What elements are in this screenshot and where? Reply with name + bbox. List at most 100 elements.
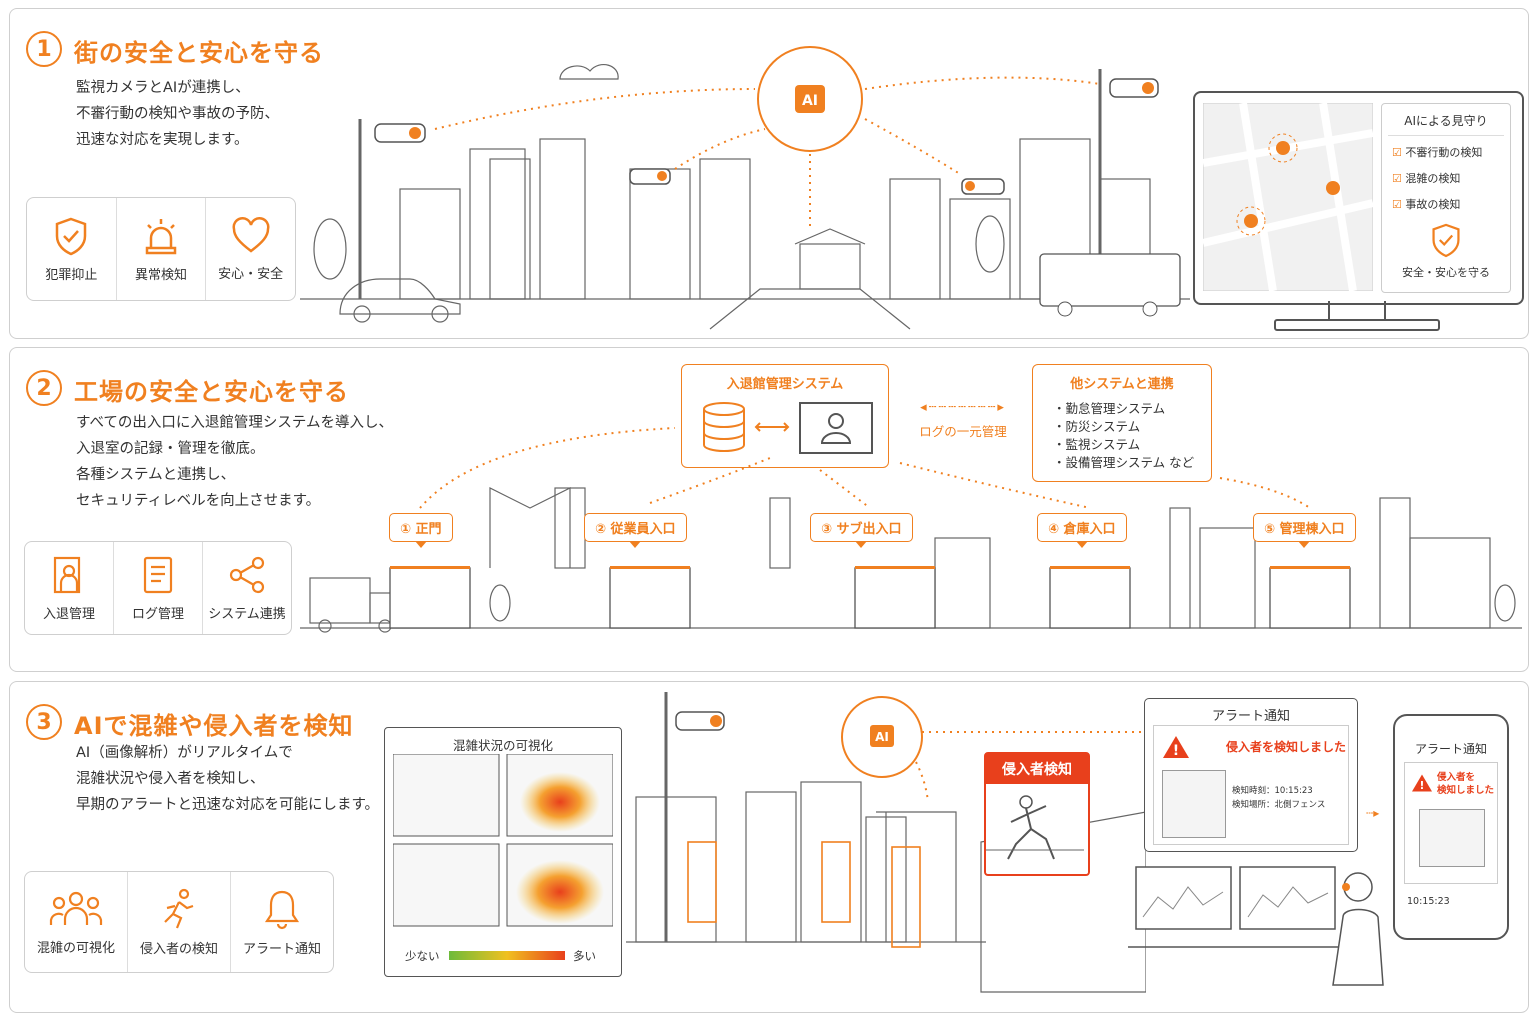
description-line: 入退室の記録・管理を徹底。: [76, 441, 265, 457]
siren-icon: [145, 218, 177, 254]
feature-anomaly-detection: 異常検知: [117, 198, 207, 300]
city-illustration: AI: [300, 46, 1190, 330]
log-link: ◂┄┄┄┄┄┄┄▸ ログの一元管理: [898, 400, 1028, 440]
running-person-icon: [164, 888, 194, 928]
message-line: 侵入者を: [1437, 772, 1476, 783]
alert-time: 検知時刻：10:15:23: [1232, 786, 1313, 796]
description-line: 各種システムと連携し、: [76, 467, 236, 483]
alert-message: 侵入者を検知しました: [1226, 740, 1347, 754]
feature-label: 異常検知: [135, 267, 188, 283]
warning-icon: !: [1412, 774, 1432, 792]
heart-icon: [232, 216, 270, 253]
intruder-label: 侵入者検知: [986, 754, 1088, 784]
other-systems-box: 他システムと連携 ・勤怠管理システム ・防災システム ・監視システム ・設備管理…: [1032, 364, 1212, 482]
alert-panel: アラート通知 ! 侵入者を検知しました 検知時刻：10:15:23 検知場所：北…: [1144, 698, 1358, 852]
panel-title: アラート通知: [1211, 709, 1290, 724]
detection-scene: AI: [626, 692, 1146, 993]
description-line: 迅速な対応を実現します。: [76, 132, 249, 148]
gate-label: ④ 倉庫入口: [1037, 513, 1127, 548]
description-line: 混雑状況や侵入者を検知し、: [76, 771, 265, 787]
description-line: すべての出入口に入退館管理システムを導入し、: [76, 415, 393, 431]
shield-check-icon: [56, 217, 87, 255]
legend-low: 少ない: [405, 949, 440, 963]
description-line: 監視カメラとAIが連携し、: [76, 80, 250, 96]
log-document-icon: [143, 556, 173, 593]
section-title: 工場の安全と安心を守る: [74, 378, 349, 406]
feature-crime-deterrence: 犯罪抑止: [27, 198, 117, 300]
link-label: ログの一元管理: [919, 424, 1007, 439]
gate-label: ① 正門: [389, 513, 453, 548]
section-title: 街の安全と安心を守る: [74, 39, 324, 67]
description-line: AI（画像解析）がリアルタイムで: [76, 745, 293, 761]
feature-log-management: ログ管理: [114, 542, 203, 634]
message-line: 検知しました: [1437, 785, 1495, 796]
alert-snapshot: [1162, 770, 1226, 838]
feature-intruder-detection: 侵入者の検知: [128, 872, 231, 972]
system-graphics: [703, 402, 873, 454]
description-line: 不審行動の検知や事故の予防、: [76, 106, 279, 122]
legend-high: 多い: [573, 949, 596, 963]
map-view: [1203, 103, 1373, 291]
checkbox-icon: ☑: [1392, 198, 1402, 211]
section-factory: 2 工場の安全と安心を守る すべての出入口に入退館管理システムを導入し、 入退室…: [9, 347, 1529, 672]
section-number: 3: [26, 704, 62, 740]
share-network-icon: [229, 556, 265, 593]
check-label: 事故の検知: [1405, 198, 1461, 211]
operator-desk: [1128, 866, 1384, 986]
section-description: 監視カメラとAIが連携し、 不審行動の検知や事故の予防、 迅速な対応を実現します…: [76, 75, 279, 153]
feature-label: アラート通知: [242, 941, 321, 957]
warning-icon: !: [1163, 736, 1189, 759]
section-description: すべての出入口に入退館管理システムを導入し、 入退室の記録・管理を徹底。 各種シ…: [76, 410, 393, 514]
section-detection: 3 AIで混雑や侵入者を検知 AI（画像解析）がリアルタイムで 混雑状況や侵入者…: [9, 681, 1529, 1013]
phone-title: アラート通知: [1414, 742, 1487, 756]
feature-alert-notification: アラート通知: [231, 872, 333, 972]
panel-footer: 安全・安心を守る: [1402, 266, 1490, 279]
system-item: ・勤怠管理システム: [1053, 401, 1166, 416]
panel-title: 混雑状況の可視化: [452, 738, 553, 753]
section-number: 1: [26, 31, 62, 67]
feature-icons: 入退管理 ログ管理 システム連携: [24, 541, 292, 635]
feature-crowd-visualization: 混雑の可視化: [25, 872, 128, 972]
bell-icon: [264, 890, 300, 929]
monitor-stand: [1328, 301, 1386, 321]
feature-label: 犯罪抑止: [45, 267, 98, 283]
system-list: ・勤怠管理システム ・防災システム ・監視システム ・設備管理システム など: [1053, 400, 1211, 472]
feature-label: システム連携: [208, 606, 286, 622]
section-description: AI（画像解析）がリアルタイムで 混雑状況や侵入者を検知し、 早期のアラートと迅…: [76, 740, 379, 818]
heat-legend-bar: [449, 951, 565, 960]
alert-place: 検知場所：北側フェンス: [1232, 800, 1326, 810]
monitor-base: [1274, 319, 1440, 331]
crowd-icon: [49, 891, 103, 925]
double-arrow-icon: ◂┄┄┄┄┄┄┄▸: [920, 400, 1006, 415]
gate-label: ② 従業員入口: [584, 513, 687, 548]
check-label: 不審行動の検知: [1405, 146, 1483, 159]
heatmap-grid: [393, 754, 613, 927]
checkbox-icon: ☑: [1392, 172, 1402, 185]
system-item: ・監視システム: [1053, 437, 1141, 452]
gate-label: ⑤ 管理棟入口: [1253, 513, 1356, 548]
feature-icons: 混雑の可視化 侵入者の検知 アラート通知: [24, 871, 334, 973]
feature-system-integration: システム連携: [203, 542, 291, 634]
svg-text:!: !: [1420, 779, 1425, 792]
section-number: 2: [26, 370, 62, 406]
alert-content: ! 侵入者を検知しました 検知時刻：10:15:23 検知場所：北側フェンス: [1153, 725, 1349, 845]
box-title: 入退館管理システム: [726, 377, 844, 392]
ai-watch-panel: AIによる見守り ☑ 不審行動の検知 ☑ 混雑の検知 ☑ 事故の検知 安全・安心…: [1381, 103, 1511, 293]
feature-icons: 犯罪抑止 異常検知 安心・安全: [26, 197, 296, 301]
intruder-figure: [986, 795, 1084, 860]
system-item: ・防災システム: [1053, 419, 1141, 434]
feature-entry-management: 入退管理: [25, 542, 114, 634]
ai-chip-label: AI: [802, 93, 818, 109]
section-title: AIで混雑や侵入者を検知: [74, 712, 354, 740]
phone-time: 10:15:23: [1407, 896, 1450, 907]
phone-alert: ! 侵入者を 検知しました: [1404, 762, 1498, 884]
section-city: 1 街の安全と安心を守る 監視カメラとAIが連携し、 不審行動の検知や事故の予防…: [9, 8, 1529, 339]
shield-check-icon: [1432, 223, 1460, 258]
feature-label: 入退管理: [42, 606, 95, 622]
check-item: ☑ 混雑の検知: [1392, 170, 1510, 188]
feature-label: 侵入者の検知: [139, 941, 218, 957]
description-line: 早期のアラートと迅速な対応を可能にします。: [76, 797, 380, 813]
system-item: ・設備管理システム など: [1053, 455, 1195, 470]
factory-illustration: [300, 427, 1522, 633]
check-item: ☑ 不審行動の検知: [1392, 144, 1510, 162]
